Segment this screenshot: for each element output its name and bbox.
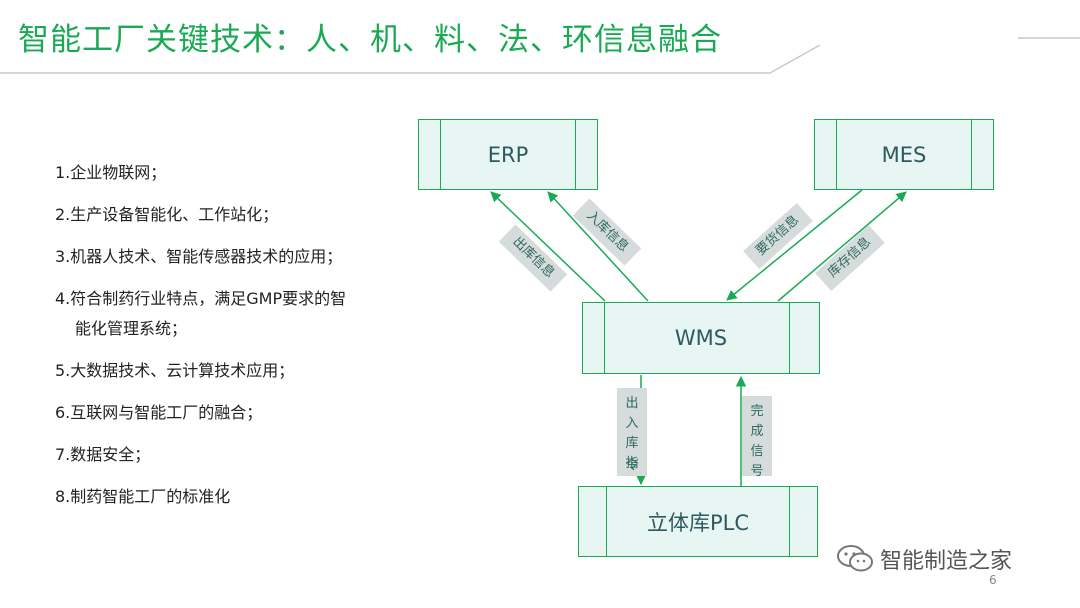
arrow-wms-to-erp-out bbox=[490, 191, 606, 302]
plc-label: 立体库PLC bbox=[646, 510, 750, 535]
list-item: 2.生产设备智能化、工作站化； bbox=[55, 205, 279, 224]
wms-node: WMS bbox=[582, 302, 820, 374]
arrow-mes-to-wms bbox=[726, 189, 863, 301]
tag-done-signal: 完 成 信 号 bbox=[742, 396, 772, 479]
technology-list: 1.企业物联网； 2.生产设备智能化、工作站化； 3.机器人技术、智能传感器技术… bbox=[55, 158, 395, 524]
tag-inout-command: 出 入 库 指 bbox=[617, 388, 647, 476]
arrow-wms-to-mes bbox=[777, 191, 907, 302]
erp-label: ERP bbox=[487, 142, 529, 167]
list-item: 8.制药智能工厂的标准化 bbox=[55, 487, 231, 506]
list-item: 5.大数据技术、云计算技术应用； bbox=[55, 361, 295, 380]
arrow-wms-to-erp-in bbox=[547, 191, 649, 302]
list-item: 7.数据安全； bbox=[55, 445, 151, 464]
list-item: 1.企业物联网； bbox=[55, 163, 167, 182]
list-item: 6.互联网与智能工厂的融合； bbox=[55, 403, 263, 422]
page-number: 6 bbox=[989, 573, 997, 587]
mes-label: MES bbox=[881, 142, 927, 167]
wms-label: WMS bbox=[674, 326, 728, 350]
list-item: 3.机器人技术、智能传感器技术的应用； bbox=[55, 247, 343, 266]
tag-inout-command-last: 令 bbox=[625, 458, 639, 473]
list-item: 4.符合制药行业特点，满足GMP要求的智 bbox=[55, 289, 347, 308]
brand-name: 智能制造之家 bbox=[880, 549, 1013, 574]
plc-node: 立体库PLC bbox=[578, 486, 818, 557]
wechat-icon bbox=[837, 545, 873, 572]
erp-node: ERP bbox=[418, 119, 598, 190]
page-title: 智能工厂关键技术：人、机、料、法、环信息融合 bbox=[18, 22, 722, 58]
list-item: 能化管理系统； bbox=[75, 319, 188, 338]
mes-node: MES bbox=[814, 119, 994, 190]
